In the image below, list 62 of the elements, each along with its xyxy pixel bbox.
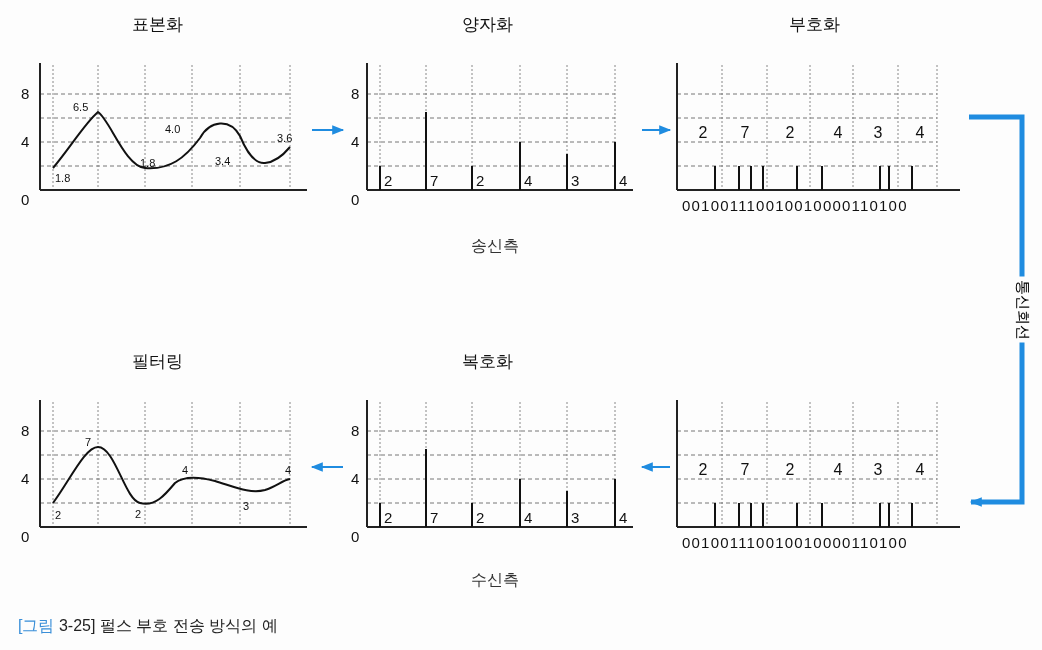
code-value-label: 7 (740, 125, 750, 141)
panel-title: 양자화 (461, 16, 513, 33)
side-label: 송신측 (471, 236, 519, 256)
arrow (310, 462, 344, 472)
sample-value-label: 1.8 (55, 173, 71, 184)
code-value-label: 4 (915, 125, 925, 141)
sample-value-label: 3.4 (215, 156, 231, 167)
arrow (641, 125, 672, 135)
panel-title: 부호화 (788, 16, 840, 33)
side-label: 수신측 (471, 570, 519, 590)
code-value-label: 4 (833, 462, 843, 478)
quantized-value-label: 4 (524, 173, 533, 188)
code-value-label: 2 (698, 462, 708, 478)
arrow (311, 125, 345, 135)
code-value-label: 4 (833, 125, 843, 141)
quantized-value-label: 2 (384, 510, 393, 525)
sample-value-label: 2 (55, 510, 62, 521)
sample-value-label: 3.6 (277, 133, 293, 144)
code-value-label: 2 (785, 125, 795, 141)
code-value-label: 2 (785, 462, 795, 478)
axis-tick-label: 0 (351, 192, 360, 207)
quantized-value-label: 2 (476, 510, 485, 525)
sample-value-label: 3 (243, 501, 250, 512)
axis-tick-label: 4 (21, 134, 30, 149)
sample-value-label: 6.5 (73, 102, 89, 113)
bit-string: 001001110010010000110100 (682, 535, 908, 550)
figure-caption: [그림 3-25] 펄스 부호 전송 방식의 예 (18, 616, 278, 636)
axis-tick-label: 8 (21, 423, 30, 438)
quantized-value-label: 2 (476, 173, 485, 188)
quantized-value-label: 4 (619, 510, 628, 525)
sample-value-label: 4.0 (165, 124, 181, 135)
sample-value-label: 4 (182, 465, 189, 476)
quantized-value-label: 4 (619, 173, 628, 188)
sample-value-label: 1.8 (140, 158, 156, 169)
arrow (640, 462, 671, 472)
code-value-label: 4 (915, 462, 925, 478)
quantized-value-label: 7 (430, 510, 439, 525)
axis-tick-label: 8 (351, 423, 360, 438)
axis-tick-label: 0 (21, 529, 30, 544)
axis-tick-label: 8 (21, 86, 30, 101)
code-value-label: 3 (873, 125, 883, 141)
panel-title: 필터링 (131, 353, 183, 370)
code-value-label: 3 (873, 462, 883, 478)
axis-tick-label: 0 (351, 529, 360, 544)
code-value-label: 2 (698, 125, 708, 141)
quantized-value-label: 3 (571, 173, 580, 188)
axis-tick-label: 0 (21, 192, 30, 207)
code-value-label: 7 (740, 462, 750, 478)
axis-tick-label: 4 (21, 471, 30, 486)
sample-value-label: 2 (135, 509, 142, 520)
quantized-value-label: 4 (524, 510, 533, 525)
quantized-value-label: 2 (384, 173, 393, 188)
quantized-value-label: 3 (571, 510, 580, 525)
panel-title: 복호화 (461, 353, 513, 370)
axis-tick-label: 8 (351, 86, 360, 101)
axis-tick-label: 4 (351, 471, 360, 486)
panel-title: 표본화 (131, 16, 183, 33)
sample-value-label: 7 (85, 437, 92, 448)
quantized-value-label: 7 (430, 173, 439, 188)
axis-tick-label: 4 (351, 134, 360, 149)
sample-value-label: 4 (285, 465, 292, 476)
bit-string: 001001110010010000110100 (682, 198, 908, 213)
